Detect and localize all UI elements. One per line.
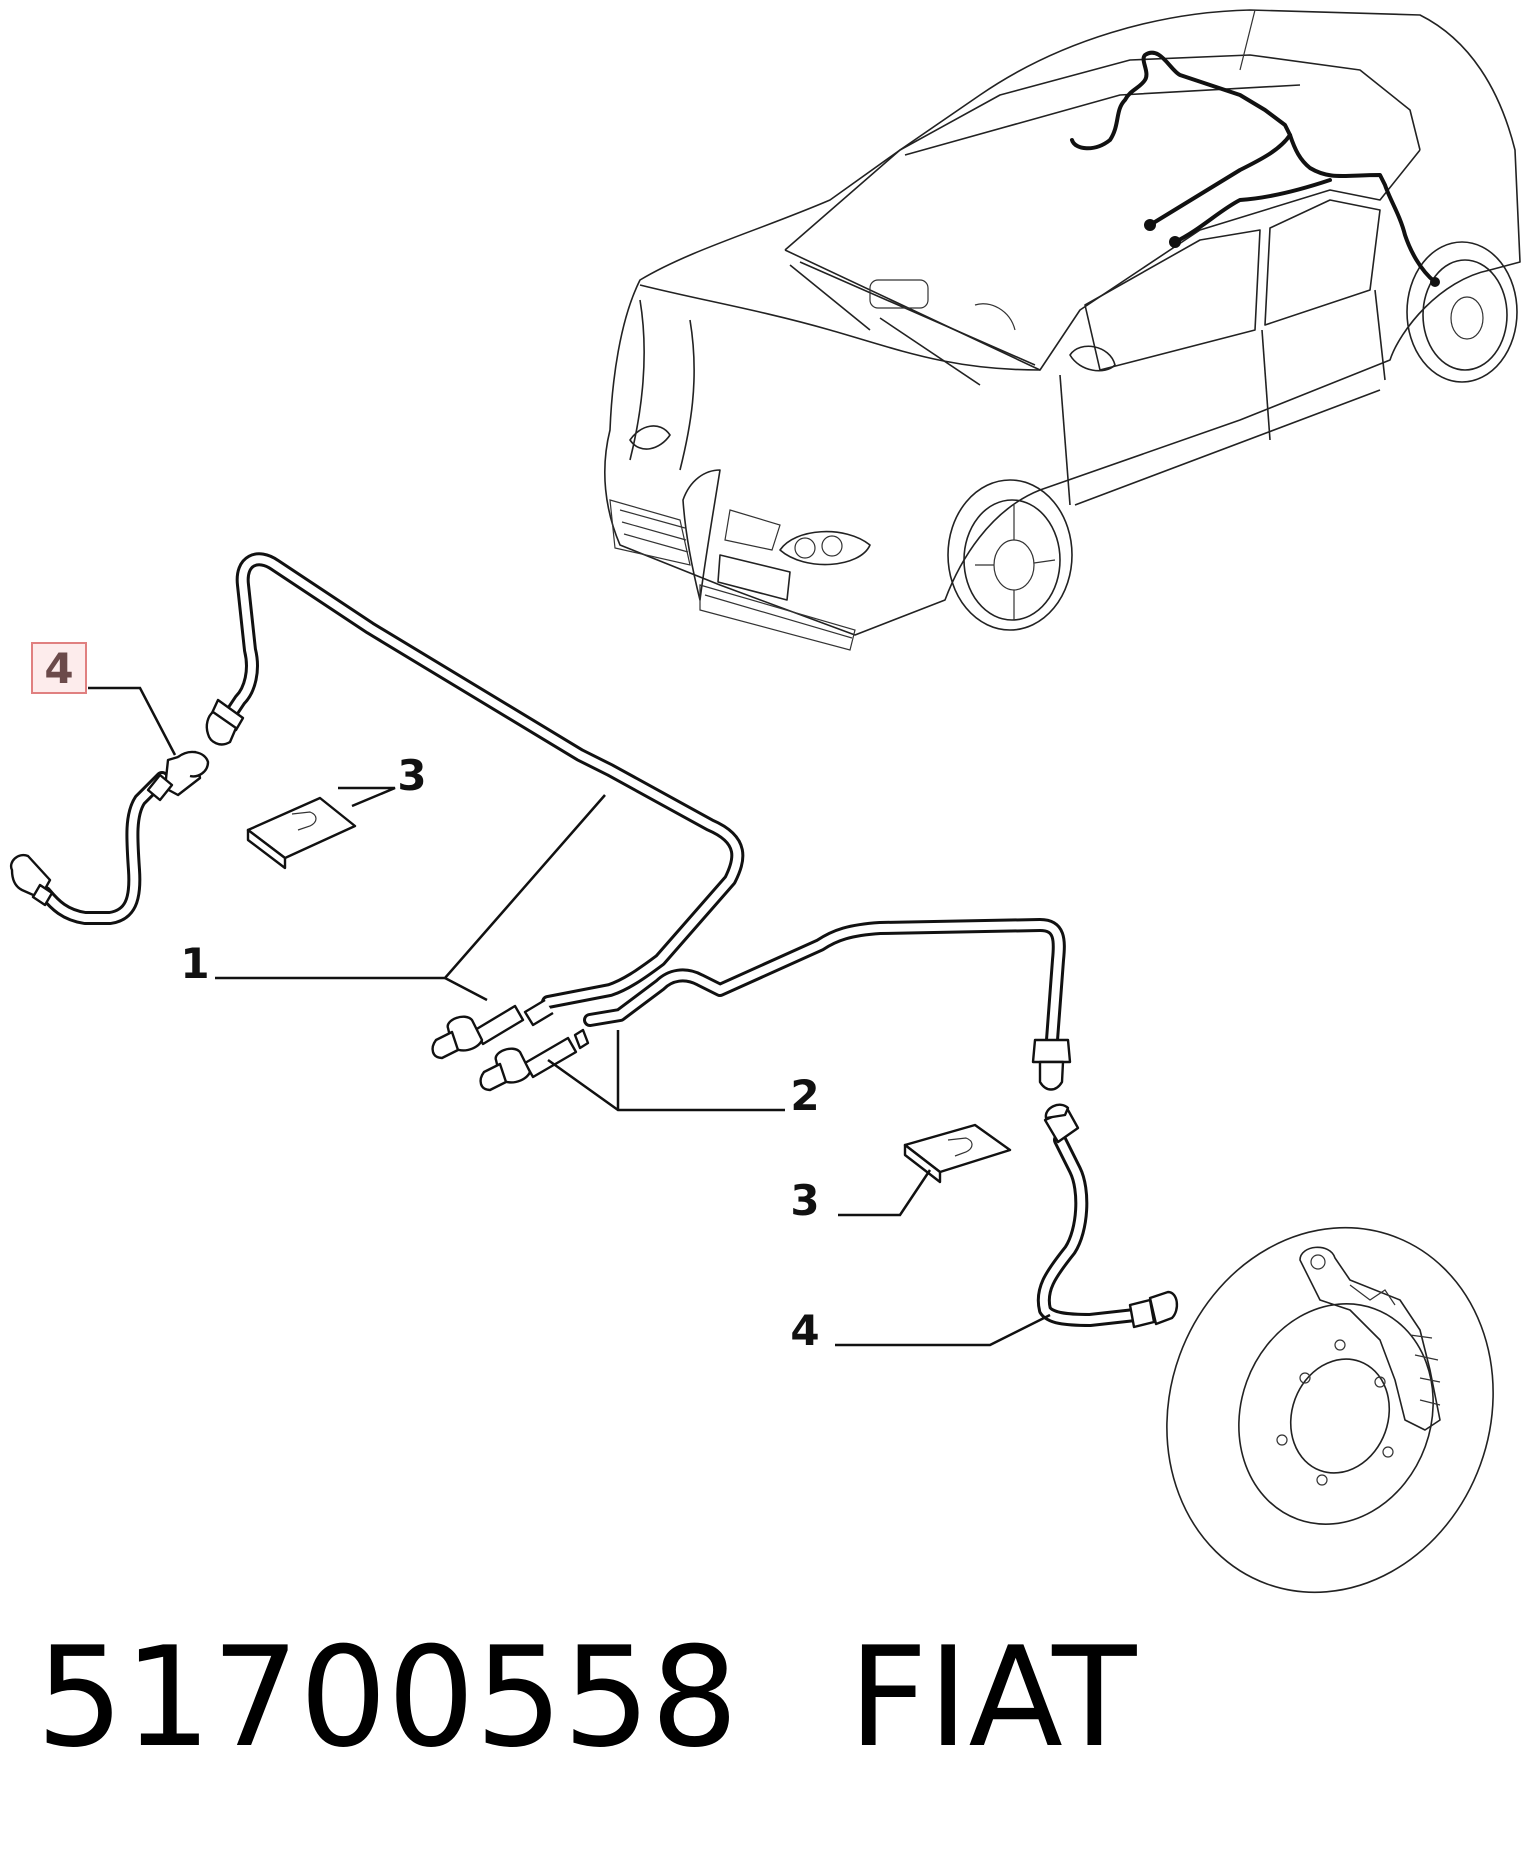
- callout-1[interactable]: 1: [180, 939, 209, 988]
- part-caption: 51700558 FIAT: [36, 1618, 1136, 1778]
- fitting-front-upper: [1031, 1038, 1072, 1091]
- pipe-end-nut-2: [479, 1028, 590, 1092]
- pipe-end-nut-1: [431, 998, 554, 1060]
- callout-2[interactable]: 2: [790, 1071, 819, 1120]
- car-outline-icon: [604, 9, 1521, 651]
- clip-upper: [246, 796, 357, 870]
- brake-pipe-rear: [223, 552, 745, 1009]
- svg-text:4: 4: [44, 644, 73, 693]
- brake-disc-icon: [1166, 1226, 1494, 1594]
- fitting-rear-upper: [205, 698, 245, 746]
- callout-3-upper[interactable]: 3: [397, 751, 426, 800]
- brake-pipe-front: [583, 918, 1066, 1047]
- callout-3-lower[interactable]: 3: [790, 1176, 819, 1225]
- brake-caliper-icon: [1299, 1246, 1441, 1431]
- part-brand: FIAT: [848, 1617, 1137, 1778]
- brake-hose-lower: [1036, 1103, 1179, 1329]
- leader-lines: [88, 686, 1051, 1347]
- clip-lower: [903, 1123, 1012, 1184]
- callout-highlighted-4[interactable]: 4: [31, 642, 87, 694]
- part-number: 51700558: [36, 1617, 739, 1778]
- callout-4-lower[interactable]: 4: [790, 1306, 819, 1355]
- brake-hose-upper: [9, 750, 210, 925]
